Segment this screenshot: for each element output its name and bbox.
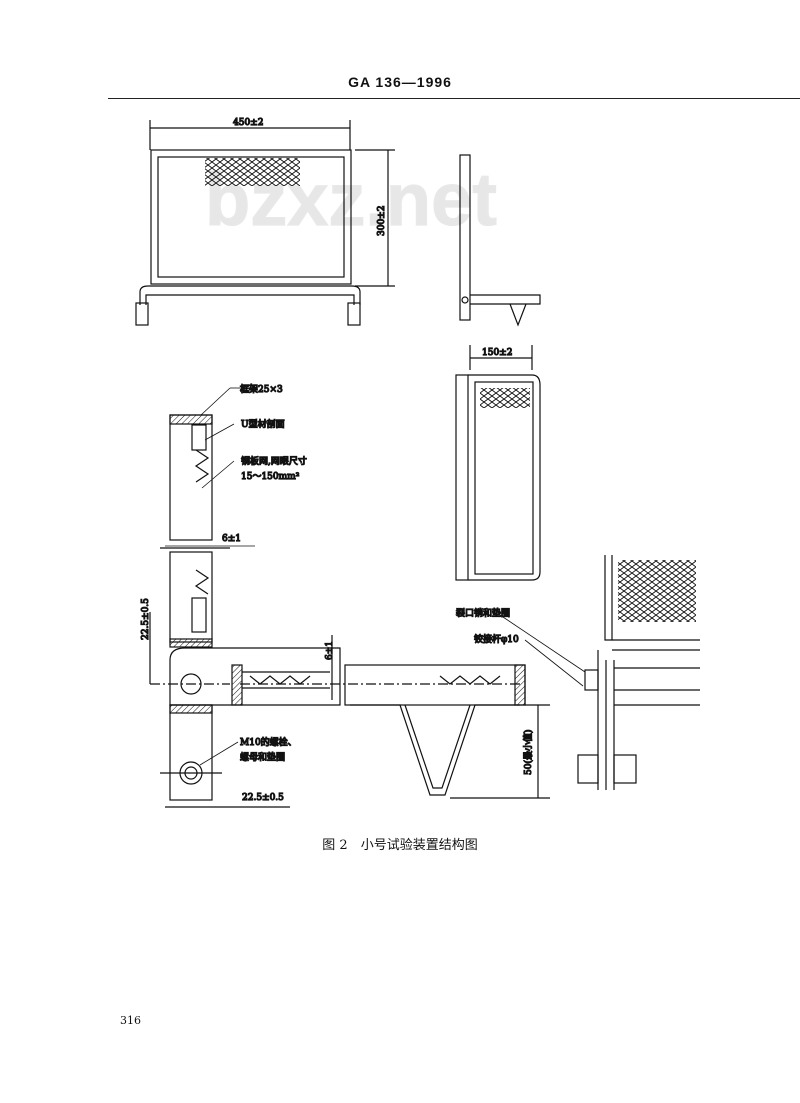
dim-offset-horizontal: 22.5±0.5 xyxy=(242,793,284,803)
dim-front-width: 450±2 xyxy=(233,118,263,128)
label-u-section: U型材剖面 xyxy=(241,418,285,430)
header-rule xyxy=(108,98,800,99)
dim-gap-2: 6±1 xyxy=(325,641,335,660)
dim-min-height: 50(最小值) xyxy=(522,730,534,775)
section-vertical xyxy=(149,414,550,808)
top-view xyxy=(455,345,541,581)
dim-gap-1: 6±1 xyxy=(222,534,241,544)
watermark: bzxz.net xyxy=(205,158,497,241)
standard-code-header: GA 136—1996 xyxy=(348,74,452,90)
label-mesh-1: 钢板网,网眼尺寸 xyxy=(241,455,307,467)
front-view xyxy=(135,120,395,326)
label-split-pin: 裂口销和垫圈 xyxy=(456,607,510,619)
dim-front-height: 300±2 xyxy=(377,206,387,236)
label-mesh-2: 15～150mm² xyxy=(241,472,300,482)
label-frame: 框架25×3 xyxy=(240,383,283,395)
label-hinge-rod: 铰接杆φ10 xyxy=(474,633,519,645)
hinge-detail xyxy=(499,555,700,790)
figure-caption: 图 2 小号试验装置结构图 xyxy=(322,838,478,853)
dim-depth: 150±2 xyxy=(482,348,512,358)
dim-offset-vertical: 22.5±0.5 xyxy=(141,598,151,640)
label-bolt-2: 螺母和垫圈 xyxy=(240,751,285,763)
page-number: 316 xyxy=(120,1014,141,1027)
leader-lines xyxy=(165,387,255,766)
label-bolt-1: M10的螺栓、 xyxy=(240,736,297,748)
side-view xyxy=(459,154,541,327)
